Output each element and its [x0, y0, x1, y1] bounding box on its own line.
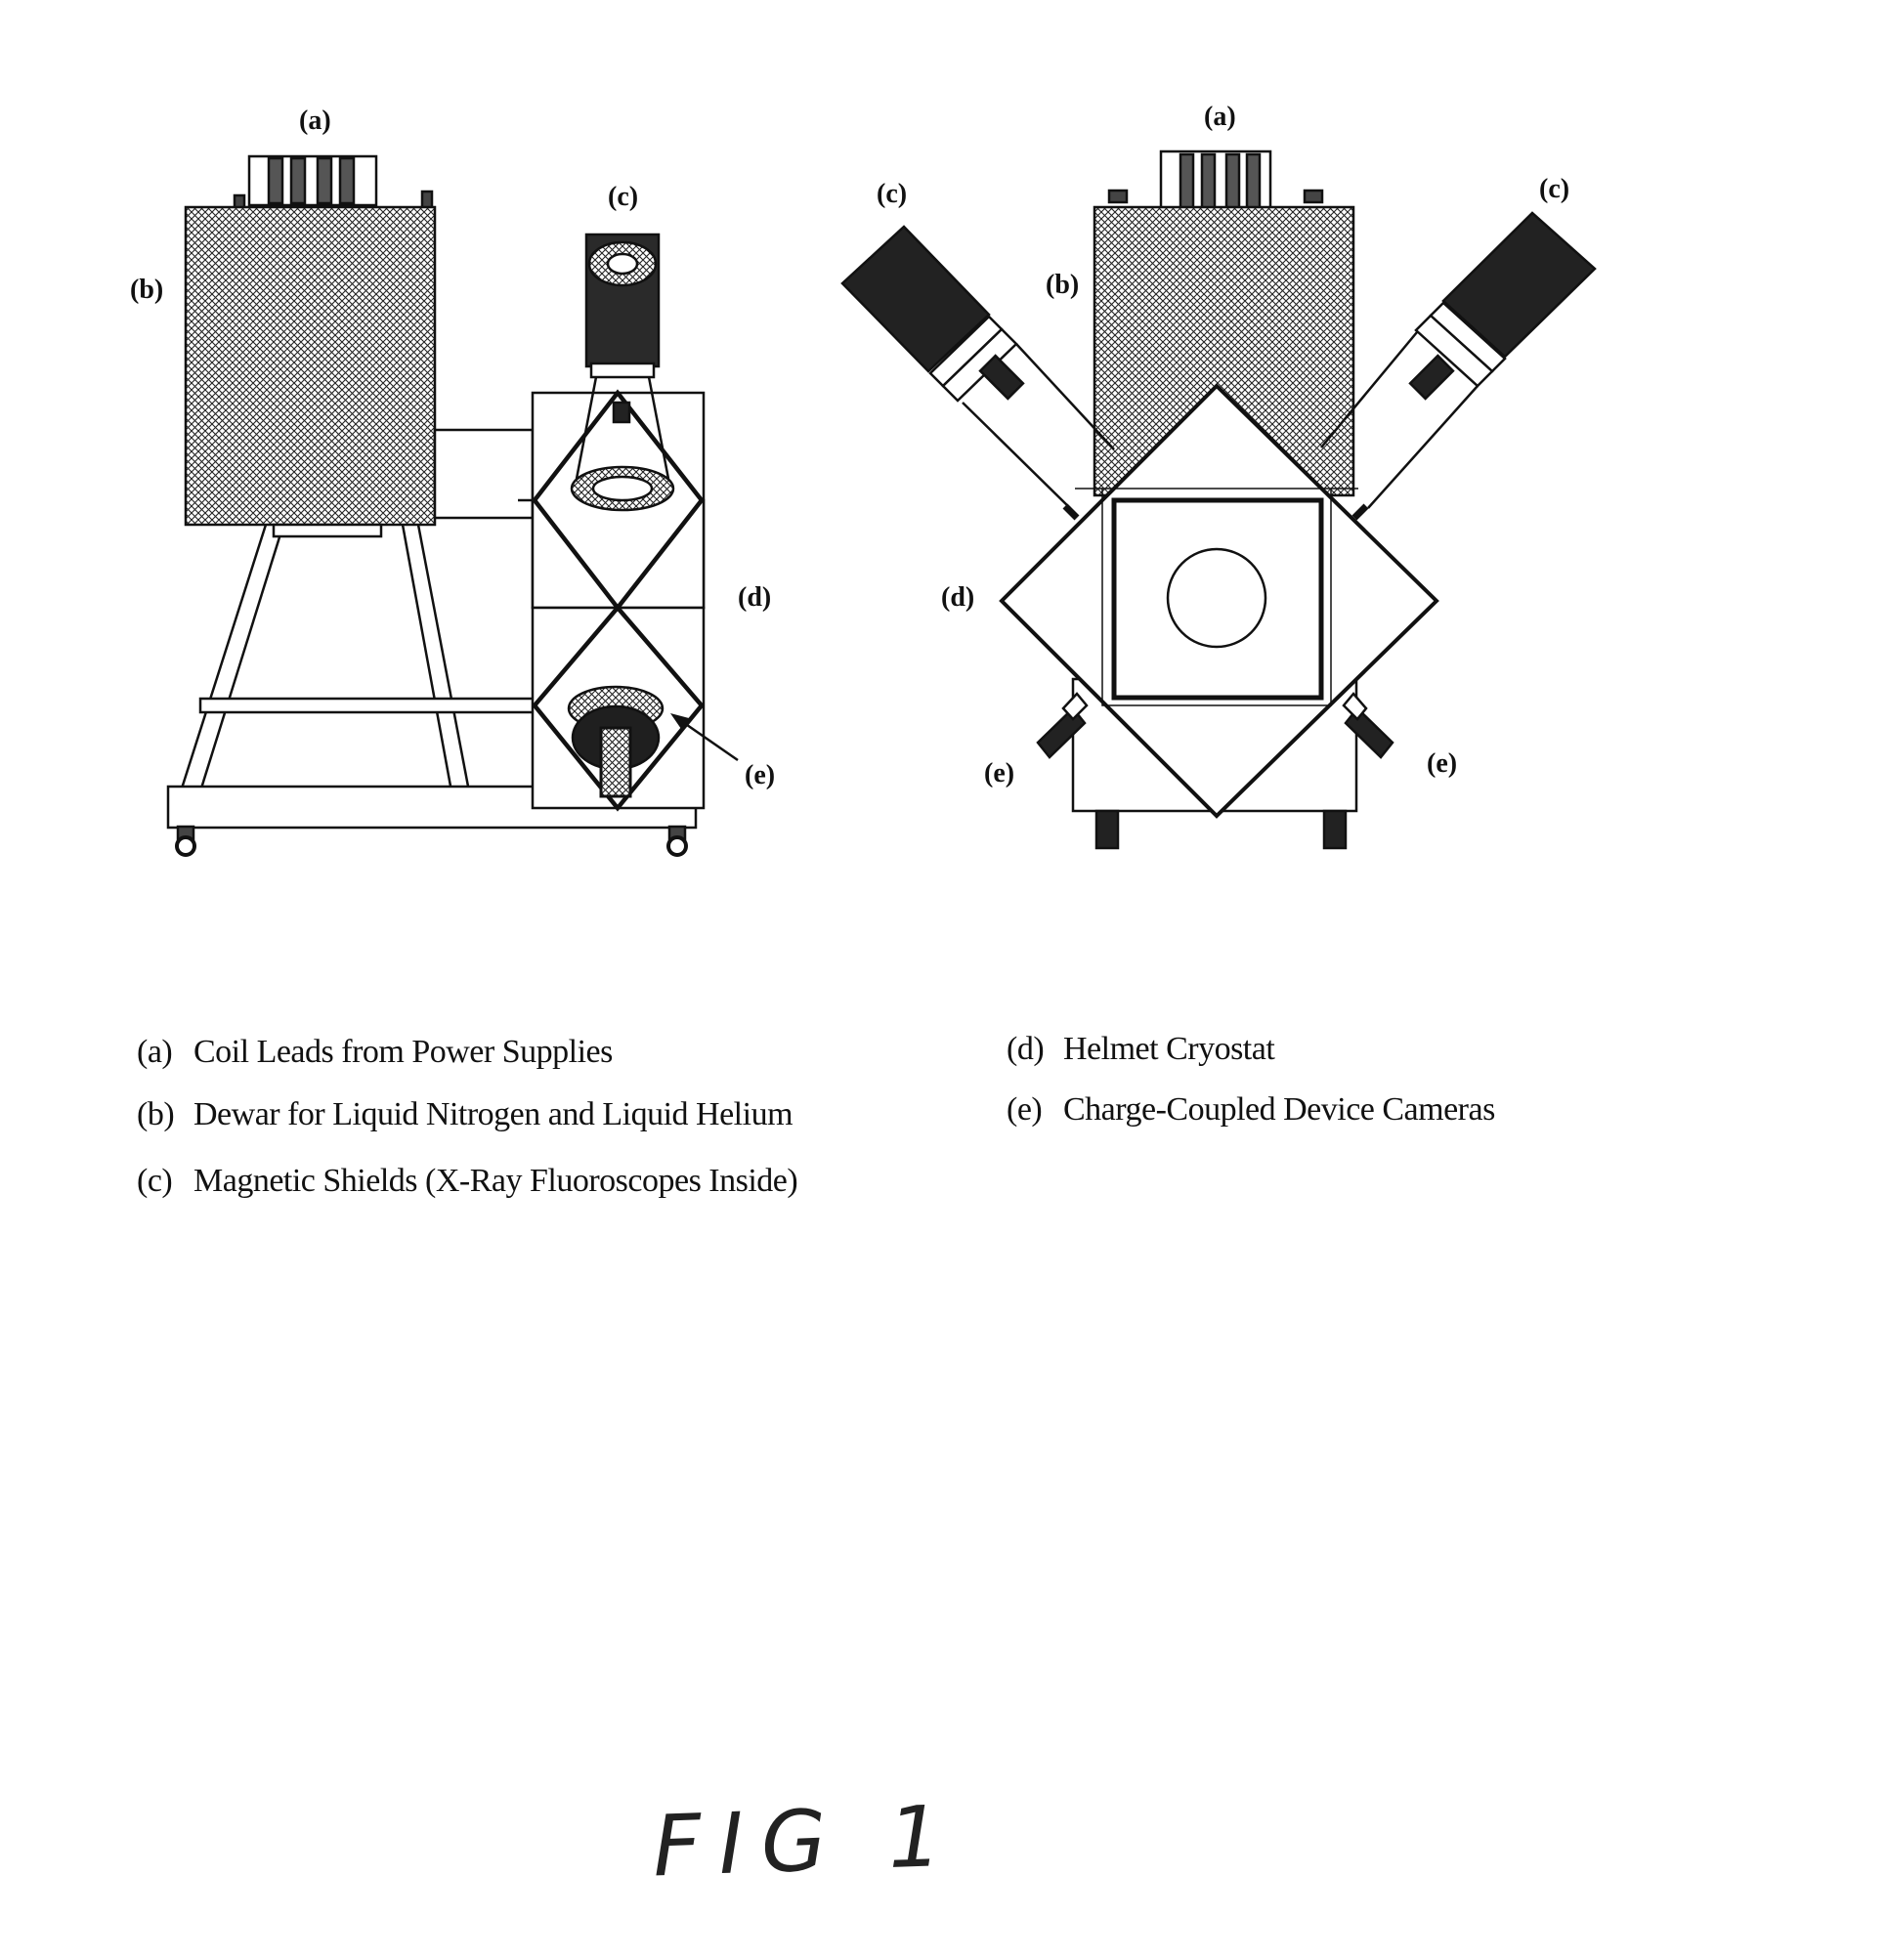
- legend-item-e: (e)Charge-Coupled Device Cameras: [1007, 1091, 1495, 1129]
- left-callout-a: (a): [299, 106, 331, 136]
- legend-item-d: (d)Helmet Cryostat: [1007, 1031, 1274, 1068]
- left-casters: [177, 827, 686, 855]
- left-connecting-tube: [435, 430, 533, 518]
- figure-caption: FIG 1: [651, 1788, 961, 1896]
- legend-key: (d): [1007, 1031, 1063, 1068]
- right-callout-c-left: (c): [877, 179, 907, 209]
- left-view: [168, 156, 738, 855]
- apparatus-figure: (a) (b) (c) (d) (e): [0, 0, 1887, 977]
- legend-text: Helmet Cryostat: [1063, 1031, 1274, 1067]
- legend-item-c: (c)Magnetic Shields (X-Ray Fluoroscopes …: [137, 1163, 797, 1200]
- left-callout-c: (c): [608, 182, 638, 212]
- legend-text: Coil Leads from Power Supplies: [193, 1034, 613, 1070]
- right-magnetic-shield-right: [1321, 213, 1595, 518]
- right-callout-b: (b): [1046, 270, 1079, 300]
- right-callout-d: (d): [941, 582, 974, 613]
- legend-text: Magnetic Shields (X-Ray Fluoroscopes Ins…: [193, 1163, 797, 1199]
- right-callout-c-right: (c): [1539, 174, 1569, 204]
- legend-text: Charge-Coupled Device Cameras: [1063, 1091, 1495, 1128]
- left-callout-e: (e): [745, 760, 775, 790]
- left-coil-leads: [235, 156, 432, 210]
- right-callout-e-right: (e): [1427, 748, 1457, 779]
- legend-key: (a): [137, 1034, 193, 1071]
- legend-text: Dewar for Liquid Nitrogen and Liquid Hel…: [193, 1096, 793, 1132]
- right-callout-e-left: (e): [984, 758, 1014, 788]
- legend-key: (e): [1007, 1091, 1063, 1129]
- right-view: [842, 151, 1595, 848]
- legend-item-b: (b)Dewar for Liquid Nitrogen and Liquid …: [137, 1096, 793, 1133]
- right-callout-a: (a): [1204, 102, 1236, 132]
- left-dewar: [186, 207, 435, 525]
- right-helmet-cryostat: [1002, 386, 1437, 816]
- right-coil-leads: [1109, 151, 1322, 210]
- left-callout-d: (d): [738, 582, 771, 613]
- legend-key: (b): [137, 1096, 193, 1133]
- legend-item-a: (a)Coil Leads from Power Supplies: [137, 1034, 613, 1071]
- left-callout-b: (b): [130, 275, 163, 305]
- legend-key: (c): [137, 1163, 193, 1200]
